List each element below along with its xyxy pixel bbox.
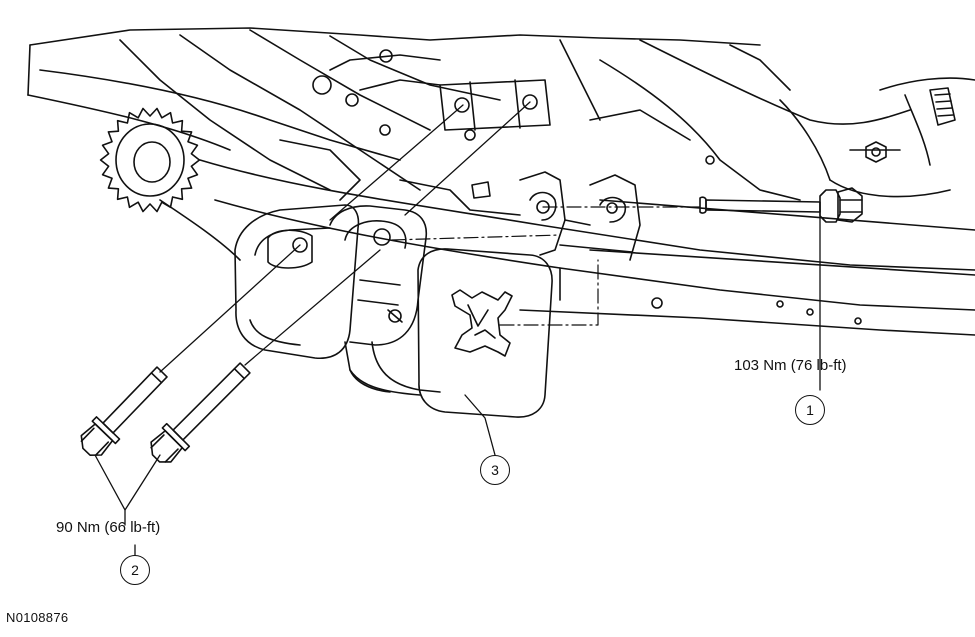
callout-item-2: 2 [120, 555, 150, 585]
torque-label-fastener-2: 90 Nm (66 lb-ft) [56, 519, 161, 536]
callout-item-1: 1 [795, 395, 825, 425]
bolt-item-2a [80, 366, 168, 456]
bolt-shank [102, 366, 168, 434]
bolt-tip [699, 196, 707, 214]
frame-bracket [519, 171, 641, 261]
torque-label-fastener-1: 103 Nm (76 lb-ft) [734, 357, 847, 374]
callout-item-3: 3 [480, 455, 510, 485]
bolt-item-2b [150, 362, 251, 463]
subframe-background [27, 27, 975, 336]
bolt-head [150, 430, 183, 463]
bolt-shank [705, 199, 821, 213]
bolt-head [837, 187, 863, 223]
leader-lines [94, 101, 821, 556]
figure-id: N0108876 [6, 610, 69, 625]
bolt-head [80, 423, 114, 456]
bolt-item-1 [699, 187, 863, 223]
bolt-shank [172, 362, 251, 441]
engine-mount [234, 204, 553, 418]
alignment-lines [391, 206, 701, 326]
sprocket-gear [99, 107, 201, 213]
gear-bore [133, 141, 171, 183]
bolt-flange [819, 189, 841, 223]
gear-teeth [99, 107, 201, 213]
gear-hub [115, 123, 185, 197]
